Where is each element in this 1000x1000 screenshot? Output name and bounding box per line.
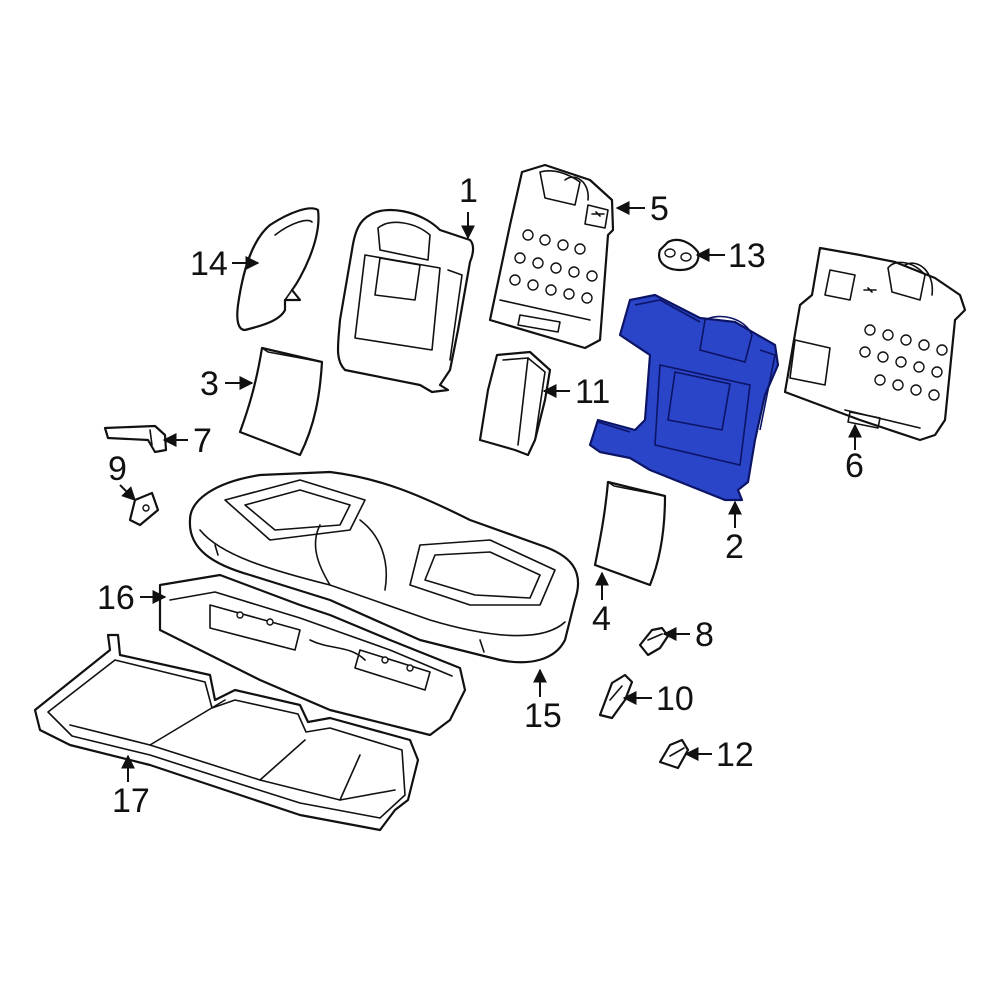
callout-12: 12 [716,736,754,774]
callout-8: 8 [695,616,714,654]
callout-14: 14 [190,245,228,283]
callout-10: 10 [656,680,694,718]
part-17-seat-frame[interactable] [33,633,420,832]
callout-2: 2 [725,528,744,566]
part-13-grommet[interactable] [658,238,700,272]
part-5-seat-back-frame-left[interactable] [488,163,615,350]
leader-9 [119,484,136,501]
callout-17: 17 [112,782,150,820]
part-6-seat-back-frame-right[interactable] [783,246,967,442]
part-1-seat-back-left[interactable] [336,208,475,394]
callout-3: 3 [200,365,219,403]
part-15-seat-cushion[interactable] [188,470,580,664]
callout-5: 5 [650,190,669,228]
part-9-clip[interactable] [128,491,160,527]
callout-9: 9 [108,450,127,488]
callout-15: 15 [524,697,562,735]
part-14-armrest[interactable] [236,207,320,332]
callout-7: 7 [193,422,212,460]
part-7-bracket[interactable] [103,424,168,454]
callout-11: 11 [575,373,610,411]
callout-6: 6 [845,447,864,485]
part-16-seat-pan[interactable] [158,573,467,737]
part-10-bracket[interactable] [598,673,634,720]
callout-16: 16 [97,579,135,617]
part-3-back-pad[interactable] [238,346,324,457]
part-8-clip[interactable] [638,626,670,657]
callout-13: 13 [728,237,766,275]
callout-1: 1 [459,172,478,210]
callout-4: 4 [592,600,611,638]
part-11-side-bolster[interactable] [478,350,552,457]
part-4-back-pad-right[interactable] [593,480,667,587]
part-12-clip[interactable] [658,738,690,770]
part-2-seat-back-right[interactable] [588,293,780,502]
